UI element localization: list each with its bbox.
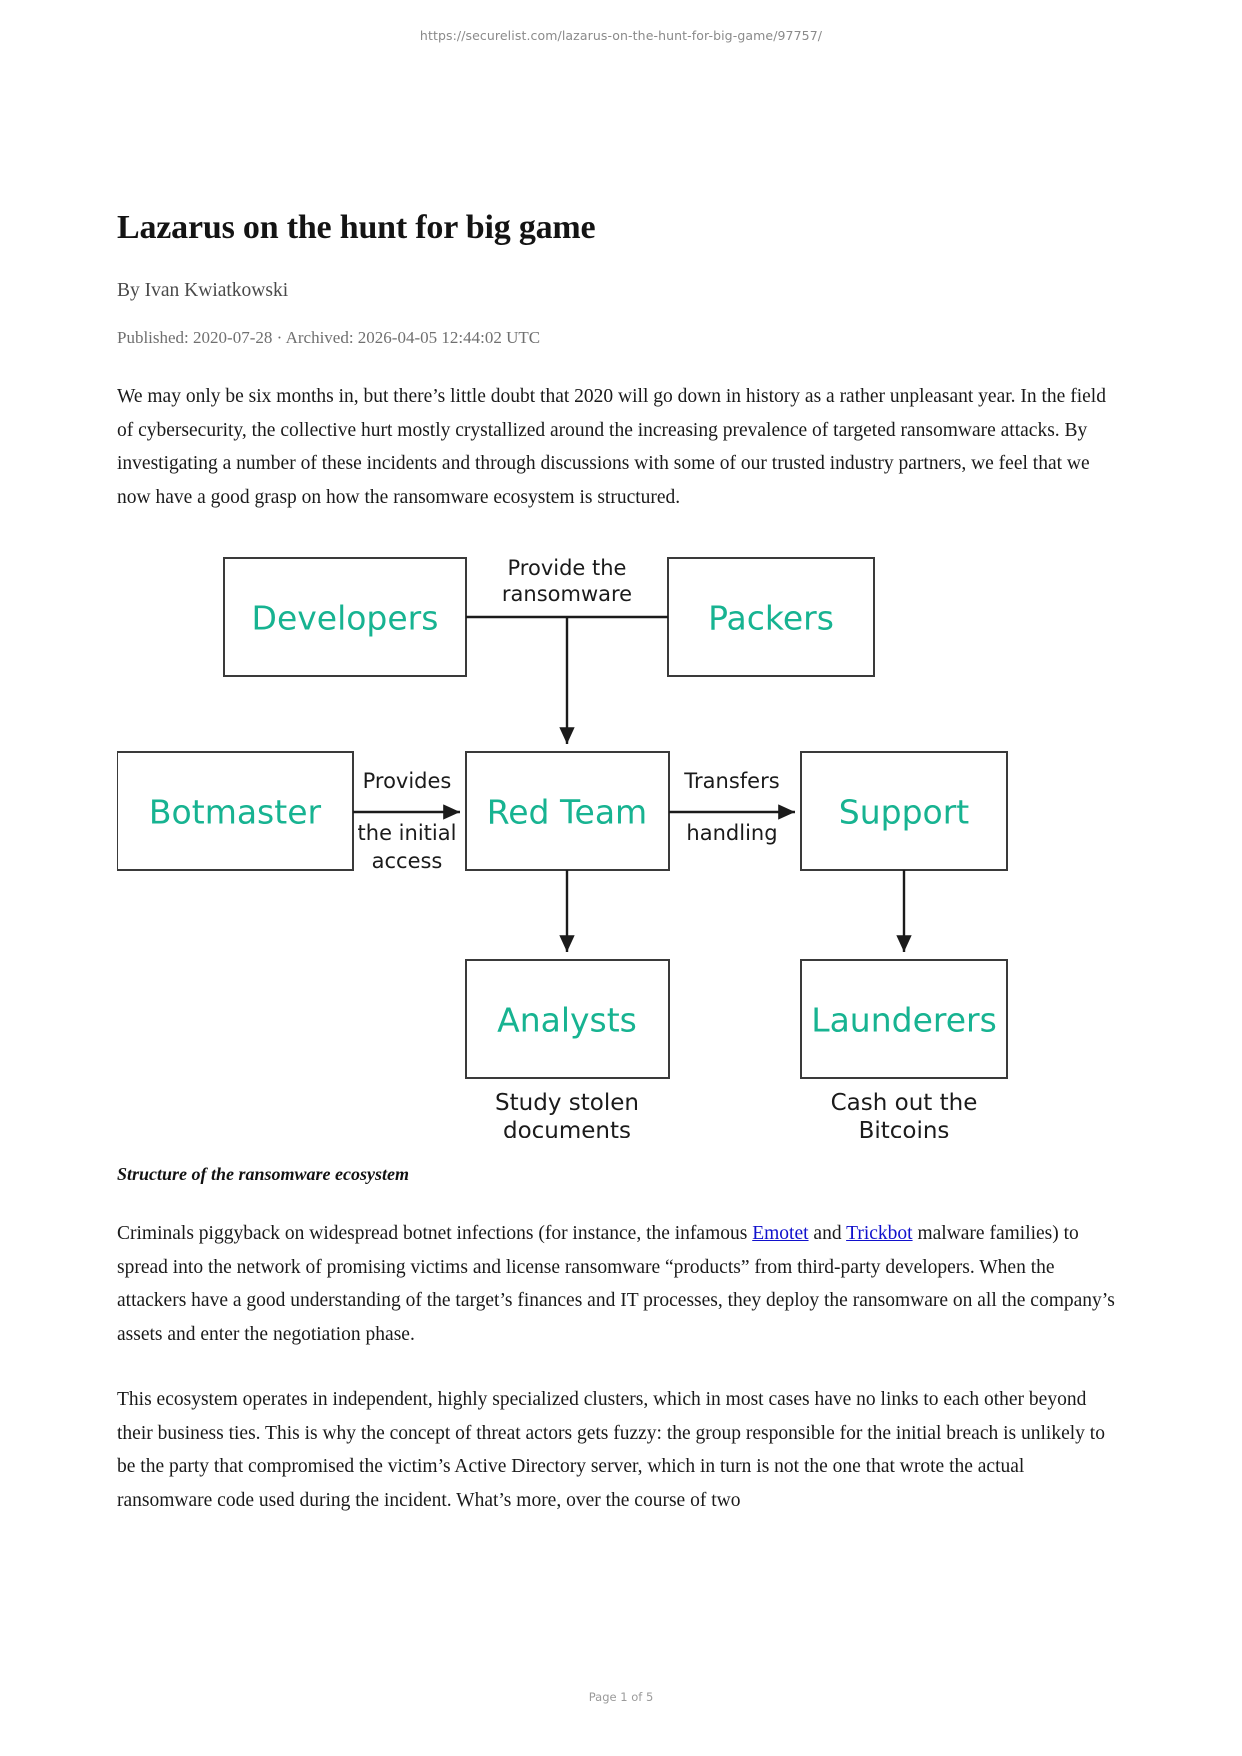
figure-caption: Structure of the ransomware ecosystem	[117, 1164, 410, 1185]
archive-meta-line: Published: 2020-07-28 · Archived: 2026-0…	[117, 328, 541, 348]
paragraph-criminals-part2: malware families) to spread into the net…	[117, 1223, 1115, 1345]
archive-url: https://securelist.com/lazarus-on-the-hu…	[419, 28, 823, 43]
node-launderers-box	[800, 959, 1008, 1080]
node-analysts-box	[465, 959, 670, 1080]
paragraph-criminals-mid: and	[808, 1223, 847, 1245]
node-packers-box	[667, 557, 875, 678]
edge-label-provide-line2: ransomware	[502, 582, 632, 606]
caption-analysts-line2: documents	[503, 1118, 631, 1138]
edge-label-provides-line1: Provides	[363, 769, 452, 793]
edge-label-transfers-line1: Transfers	[683, 769, 779, 793]
node-analysts-label: Analysts	[497, 1001, 637, 1040]
ransomware-ecosystem-diagram: Developers Packers Provide the ransomwar…	[117, 548, 1117, 1138]
edge-label-transfers-line2: handling	[686, 821, 777, 845]
node-botmaster-box	[117, 751, 354, 872]
node-support-label: Support	[839, 793, 970, 832]
node-redteam-label: Red Team	[487, 793, 647, 832]
page-title: Lazarus on the hunt for big game	[117, 209, 596, 246]
article-byline: By Ivan Kwiatkowski	[117, 280, 289, 302]
caption-launderers-line2: Bitcoins	[859, 1118, 950, 1138]
article-content: Lazarus on the hunt for big game By Ivan…	[117, 0, 1117, 1517]
paragraph-criminals-part1: Criminals piggyback on widespread botnet…	[117, 1223, 753, 1245]
paragraph-criminals: Criminals piggyback on widespread botnet…	[117, 1185, 1117, 1351]
edge-label-provides-line3: access	[372, 849, 443, 873]
paragraph-ecosystem: This ecosystem operates in independent, …	[117, 1389, 1105, 1511]
page-indicator: Page 1 of 5	[588, 1690, 654, 1704]
node-botmaster-label: Botmaster	[149, 793, 322, 832]
edge-label-provides-line2: the initial	[358, 821, 457, 845]
node-developers-label: Developers	[252, 599, 439, 638]
node-support-box	[800, 751, 1008, 872]
node-redteam-box	[465, 751, 670, 872]
node-launderers-label: Launderers	[811, 1001, 997, 1040]
link-trickbot[interactable]: Trickbot	[846, 1223, 913, 1245]
paragraph-intro: We may only be six months in, but there’…	[117, 386, 1106, 508]
edge-label-provide-line1: Provide the	[508, 556, 627, 580]
link-emotet[interactable]: Emotet	[752, 1223, 809, 1245]
node-packers-label: Packers	[708, 599, 834, 638]
caption-analysts-line1: Study stolen	[495, 1090, 639, 1116]
caption-launderers-line1: Cash out the	[831, 1090, 978, 1116]
